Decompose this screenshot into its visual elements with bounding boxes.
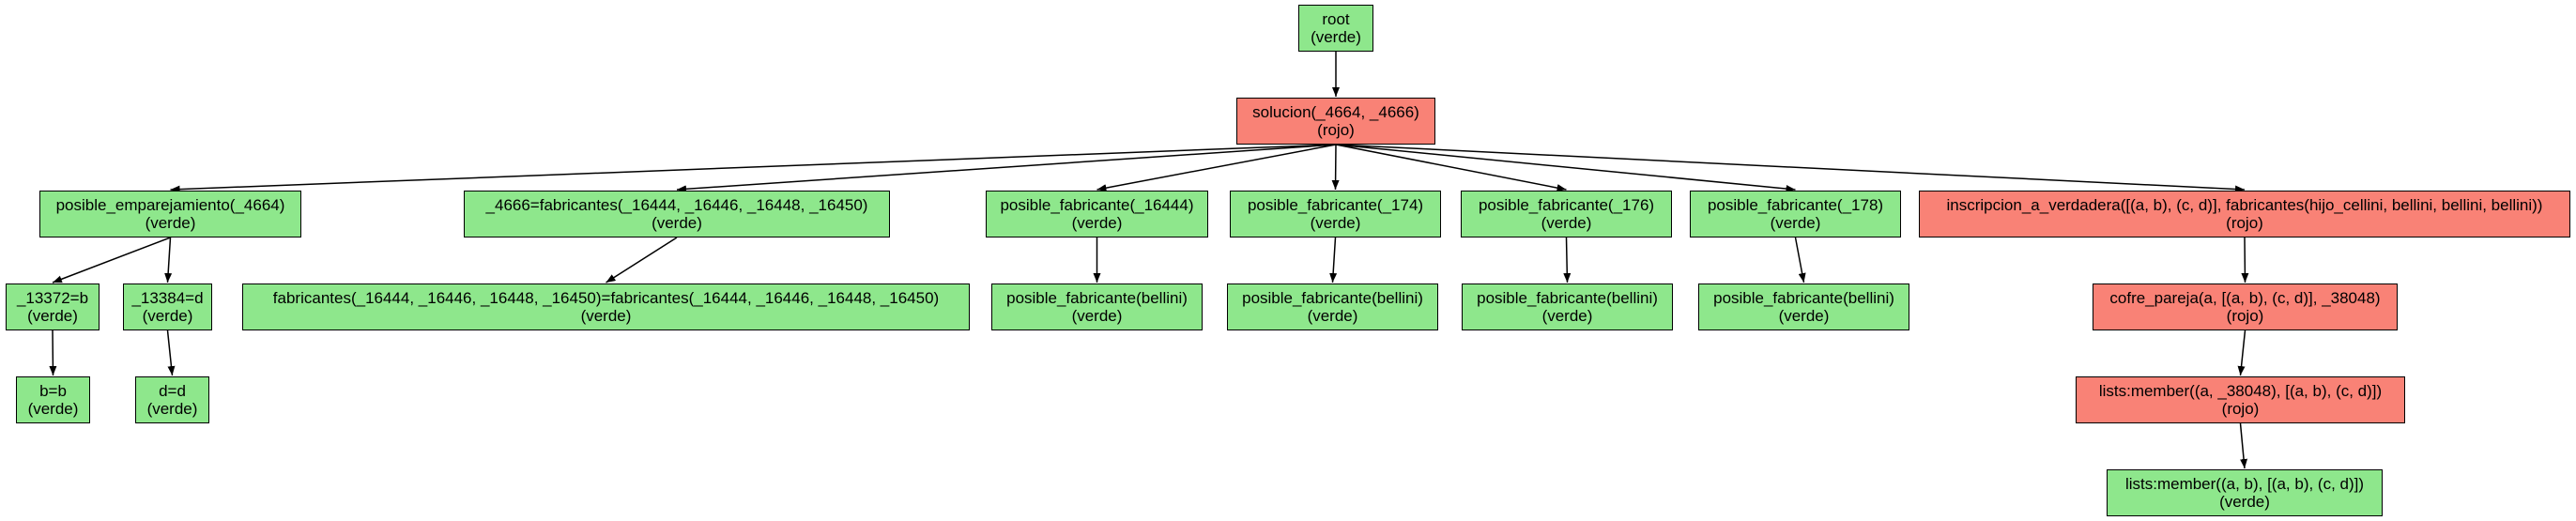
node-status: (verde) [1071, 214, 1123, 232]
edge-arrow [166, 329, 176, 376]
edge-arrow [1563, 237, 1572, 283]
edge-arrow [170, 144, 1337, 193]
node-label: root [1322, 10, 1350, 28]
node-status: (verde) [145, 214, 196, 232]
node-label: d=d [159, 382, 186, 400]
node-fabricantes-unify: fabricantes(_16444, _16446, _16448, _164… [242, 283, 970, 330]
edge-arrow [2237, 329, 2246, 376]
node-status: (verde) [2219, 493, 2270, 511]
node-status: (verde) [1310, 214, 1361, 232]
edge-arrow [164, 237, 173, 283]
node-bellini-3: posible_fabricante(bellini)(verde) [1462, 283, 1673, 330]
node-status: (verde) [1541, 307, 1593, 325]
node-posible-fabricante-176: posible_fabricante(_176)(verde) [1461, 191, 1672, 238]
edge-arrow [1794, 237, 1806, 283]
node-status: (verde) [1307, 307, 1358, 325]
node-label: posible_fabricante(_176) [1478, 196, 1655, 214]
edge-arrow [606, 237, 678, 283]
node-label: lists:member((a, _38048), [(a, b), (c, d… [2098, 382, 2383, 400]
edge-arrow [1329, 237, 1338, 283]
node-label: fabricantes(_16444, _16446, _16448, _164… [272, 289, 940, 307]
edge-arrow [2241, 237, 2249, 283]
node-status: (verde) [27, 307, 78, 325]
node-posible-fabricante-178: posible_fabricante(_178)(verde) [1690, 191, 1901, 238]
node-label: lists:member((a, b), [(a, b), (c, d)]) [2124, 475, 2365, 493]
edge-arrow [52, 237, 171, 283]
node-bellini-2: posible_fabricante(bellini)(verde) [1227, 283, 1438, 330]
node-label: posible_fabricante(bellini) [1477, 289, 1658, 307]
node-d-eq-d: d=d(verde) [135, 376, 209, 423]
edge-arrow [1096, 144, 1337, 192]
node-label: posible_fabricante(bellini) [1242, 289, 1423, 307]
node-label: posible_fabricante(_178) [1707, 196, 1884, 214]
node-status: (verde) [580, 307, 632, 325]
node-status: (verde) [1071, 307, 1123, 325]
node-label: posible_fabricante(_16444) [1000, 196, 1194, 214]
node-label: posible_fabricante(bellini) [1713, 289, 1894, 307]
node-label: posible_fabricante(_174) [1247, 196, 1424, 214]
node-label: b=b [39, 382, 67, 400]
node-posible-fabricante-174: posible_fabricante(_174)(verde) [1230, 191, 1441, 238]
node-label: inscripcion_a_verdadera([(a, b), (c, d)]… [1946, 196, 2543, 214]
node-label: _13384=d [131, 289, 204, 307]
node-posible-emparejamiento: posible_emparejamiento(_4664)(verde) [39, 191, 301, 238]
node-status: (rojo) [2226, 214, 2263, 232]
edge-arrow [1331, 144, 1340, 191]
node-status: (verde) [1311, 28, 1361, 46]
node-label: posible_emparejamiento(_4664) [55, 196, 285, 214]
node-status: (verde) [1770, 214, 1821, 232]
node-member-ab: lists:member((a, b), [(a, b), (c, d)])(v… [2107, 469, 2383, 516]
node-fabricantes-eq: _4666=fabricantes(_16444, _16446, _16448… [464, 191, 890, 238]
node-status: (rojo) [2221, 400, 2260, 418]
edge-arrow [2239, 422, 2248, 469]
node-status: (verde) [1778, 307, 1830, 325]
node-member-38048: lists:member((a, _38048), [(a, b), (c, d… [2076, 376, 2405, 423]
node-label: cofre_pareja(a, [(a, b), (c, d)], _38048… [2109, 289, 2381, 307]
node-label: _13372=b [16, 289, 89, 307]
node-label: posible_fabricante(bellini) [1006, 289, 1188, 307]
node-status: (rojo) [2226, 307, 2264, 325]
node-root: root(verde) [1298, 5, 1373, 52]
node-status: (verde) [27, 400, 79, 418]
node-solucion: solucion(_4664, _4666)(rojo) [1236, 98, 1435, 145]
edge-arrow [1335, 144, 1796, 193]
node-eq-13384: _13384=d(verde) [123, 283, 212, 330]
node-label: _4666=fabricantes(_16444, _16446, _16448… [485, 196, 868, 214]
node-status: (verde) [146, 400, 198, 418]
node-status: (verde) [652, 214, 702, 232]
node-bellini-4: posible_fabricante(bellini)(verde) [1698, 283, 1909, 330]
node-posible-fabricante-16444: posible_fabricante(_16444)(verde) [986, 191, 1208, 238]
node-b-eq-b: b=b(verde) [16, 376, 90, 423]
node-label: solucion(_4664, _4666) [1252, 103, 1419, 121]
node-cofre-pareja: cofre_pareja(a, [(a, b), (c, d)], _38048… [2093, 283, 2398, 330]
node-status: (rojo) [1317, 121, 1355, 139]
edge-arrow [676, 144, 1337, 193]
edge-arrow [1335, 144, 1567, 192]
node-inscripcion: inscripcion_a_verdadera([(a, b), (c, d)]… [1919, 191, 2570, 238]
node-eq-13372: _13372=b(verde) [6, 283, 100, 330]
edge-arrow [49, 329, 57, 376]
node-status: (verde) [142, 307, 193, 325]
node-status: (verde) [1541, 214, 1592, 232]
edge-arrow [1335, 144, 2246, 193]
node-bellini-1: posible_fabricante(bellini)(verde) [991, 283, 1203, 330]
